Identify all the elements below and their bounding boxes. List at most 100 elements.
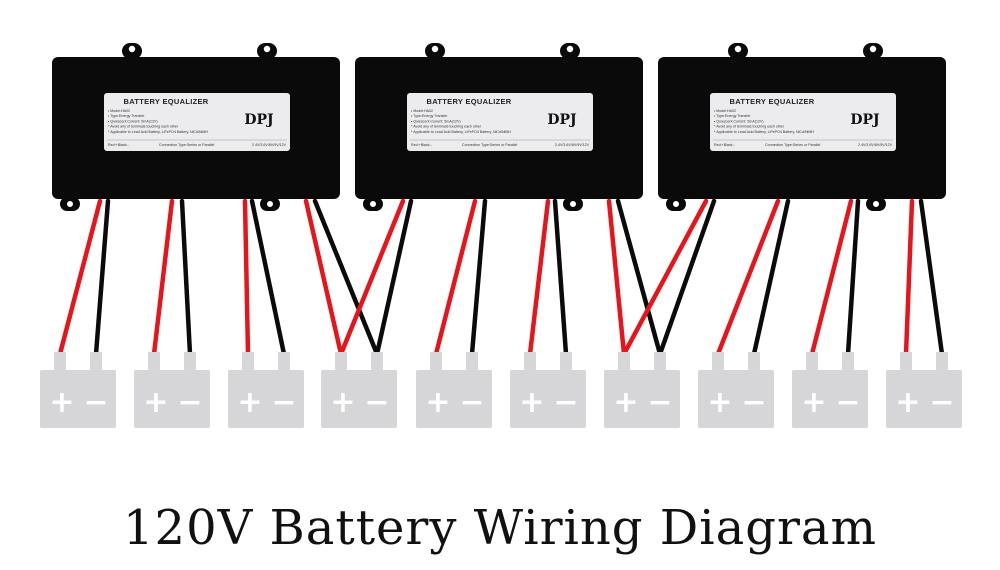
battery-negative-terminal — [560, 352, 572, 370]
battery-negative-terminal — [466, 352, 478, 370]
battery-minus-symbol: − — [364, 385, 389, 420]
mounting-hole-icon — [263, 45, 271, 53]
battery-negative-terminal — [90, 352, 102, 370]
equalizer-spec-line: • Type:Energy Transfer — [411, 114, 448, 118]
mounting-hole-icon — [370, 201, 376, 207]
battery-3: +− — [228, 352, 304, 428]
battery-body — [698, 370, 774, 428]
equalizer-spec-line: • Model:HA02 — [714, 109, 736, 113]
equalizer-title: BATTERY EQUALIZER — [427, 97, 512, 106]
equalizer-spec-line: * Applicable to Lead Acid Battery, LiFeP… — [108, 130, 208, 134]
wire-positive-20 — [809, 198, 854, 357]
battery-body — [510, 370, 586, 428]
wire-positive-6 — [303, 198, 344, 357]
battery-positive-terminal — [900, 352, 912, 370]
battery-plus-symbol: + — [237, 385, 262, 420]
battery-8: +− — [698, 352, 774, 428]
battery-plus-symbol: + — [895, 385, 920, 420]
battery-minus-symbol: − — [647, 385, 672, 420]
battery-negative-terminal — [371, 352, 383, 370]
equalizer-spec-line: • Model:HA02 — [108, 109, 130, 113]
wire-positive-14 — [606, 198, 627, 357]
battery-plus-symbol: + — [425, 385, 450, 420]
battery-minus-symbol: − — [83, 385, 108, 420]
battery-10: +− — [886, 352, 962, 428]
battery-plus-symbol: + — [330, 385, 355, 420]
wires-group — [57, 198, 945, 357]
mounting-hole-icon — [873, 201, 879, 207]
battery-minus-symbol: − — [459, 385, 484, 420]
mounting-hole-icon — [673, 201, 679, 207]
battery-body — [134, 370, 210, 428]
battery-body — [40, 370, 116, 428]
mounting-hole-icon — [128, 45, 136, 53]
equalizer-label-plate — [407, 93, 593, 151]
equalizer-spec-line: * Avoid any of terminals touching each o… — [108, 125, 179, 129]
equalizer-spec-line: * Applicable to Lead Acid Battery, LiFeP… — [411, 130, 511, 134]
battery-4: +− — [321, 352, 397, 428]
equalizer-spec-line: • Type:Energy Transfer — [714, 114, 751, 118]
battery-positive-terminal — [430, 352, 442, 370]
battery-plus-symbol: + — [143, 385, 168, 420]
wire-negative-19 — [751, 198, 791, 357]
equalizer-brand-logo: DPJ — [547, 112, 577, 128]
battery-negative-terminal — [842, 352, 854, 370]
equalizer-voltage-range: 2.4V/3.6V/6V/9V/12V — [252, 143, 287, 147]
mounting-hole-icon — [570, 201, 576, 207]
mounting-hole-icon — [734, 45, 742, 53]
battery-negative-terminal — [184, 352, 196, 370]
battery-minus-symbol: − — [929, 385, 954, 420]
battery-minus-symbol: − — [271, 385, 296, 420]
battery-plus-symbol: + — [519, 385, 544, 420]
battery-positive-terminal — [242, 352, 254, 370]
wire-negative-21 — [845, 198, 861, 357]
wire-positive-12 — [527, 198, 551, 357]
battery-body — [416, 370, 492, 428]
battery-plus-symbol: + — [49, 385, 74, 420]
battery-minus-symbol: − — [741, 385, 766, 420]
mounting-hole-icon — [566, 45, 574, 53]
wire-positive-2 — [151, 198, 175, 357]
equalizer-polarity-note: Red:+Black:- — [108, 143, 129, 147]
diagram-canvas: +−+−+−+−+−+−+−+−+−+−BATTERY EQUALIZERDPJ… — [40, 43, 962, 428]
batteries-group: +−+−+−+−+−+−+−+−+−+− — [40, 352, 962, 428]
wire-negative-23 — [918, 198, 945, 357]
battery-minus-symbol: − — [835, 385, 860, 420]
battery-1: +− — [40, 352, 116, 428]
wire-positive-16 — [621, 198, 709, 357]
battery-body — [792, 370, 868, 428]
battery-6: +− — [510, 352, 586, 428]
equalizer-title: BATTERY EQUALIZER — [124, 97, 209, 106]
battery-positive-terminal — [335, 352, 347, 370]
battery-minus-symbol: − — [177, 385, 202, 420]
battery-plus-symbol: + — [707, 385, 732, 420]
battery-positive-terminal — [54, 352, 66, 370]
battery-positive-terminal — [524, 352, 536, 370]
equalizer-voltage-range: 2.4V/3.6V/6V/9V/12V — [555, 143, 590, 147]
battery-negative-terminal — [748, 352, 760, 370]
diagram-caption: 120V Battery Wiring Diagram — [122, 500, 878, 556]
wire-negative-3 — [179, 198, 193, 357]
battery-7: +− — [604, 352, 680, 428]
battery-negative-terminal — [936, 352, 948, 370]
mounting-hole-icon — [869, 45, 877, 53]
wire-negative-13 — [552, 198, 569, 357]
battery-positive-terminal — [618, 352, 630, 370]
equalizer-spec-line: • Quiescent Current: 5mA(12V) — [411, 119, 461, 123]
battery-5: +− — [416, 352, 492, 428]
wire-positive-0 — [57, 198, 103, 357]
wire-positive-8 — [338, 198, 406, 357]
battery-positive-terminal — [806, 352, 818, 370]
equalizer-brand-logo: DPJ — [850, 112, 880, 128]
mounting-hole-icon — [431, 45, 439, 53]
wire-positive-18 — [715, 198, 781, 357]
equalizer-label-plate — [104, 93, 290, 151]
battery-positive-terminal — [148, 352, 160, 370]
equalizer-spec-line: • Quiescent Current: 5mA(12V) — [108, 119, 158, 123]
equalizer-spec-line: • Quiescent Current: 5mA(12V) — [714, 119, 764, 123]
battery-9: +− — [792, 352, 868, 428]
wire-negative-1 — [93, 198, 111, 357]
